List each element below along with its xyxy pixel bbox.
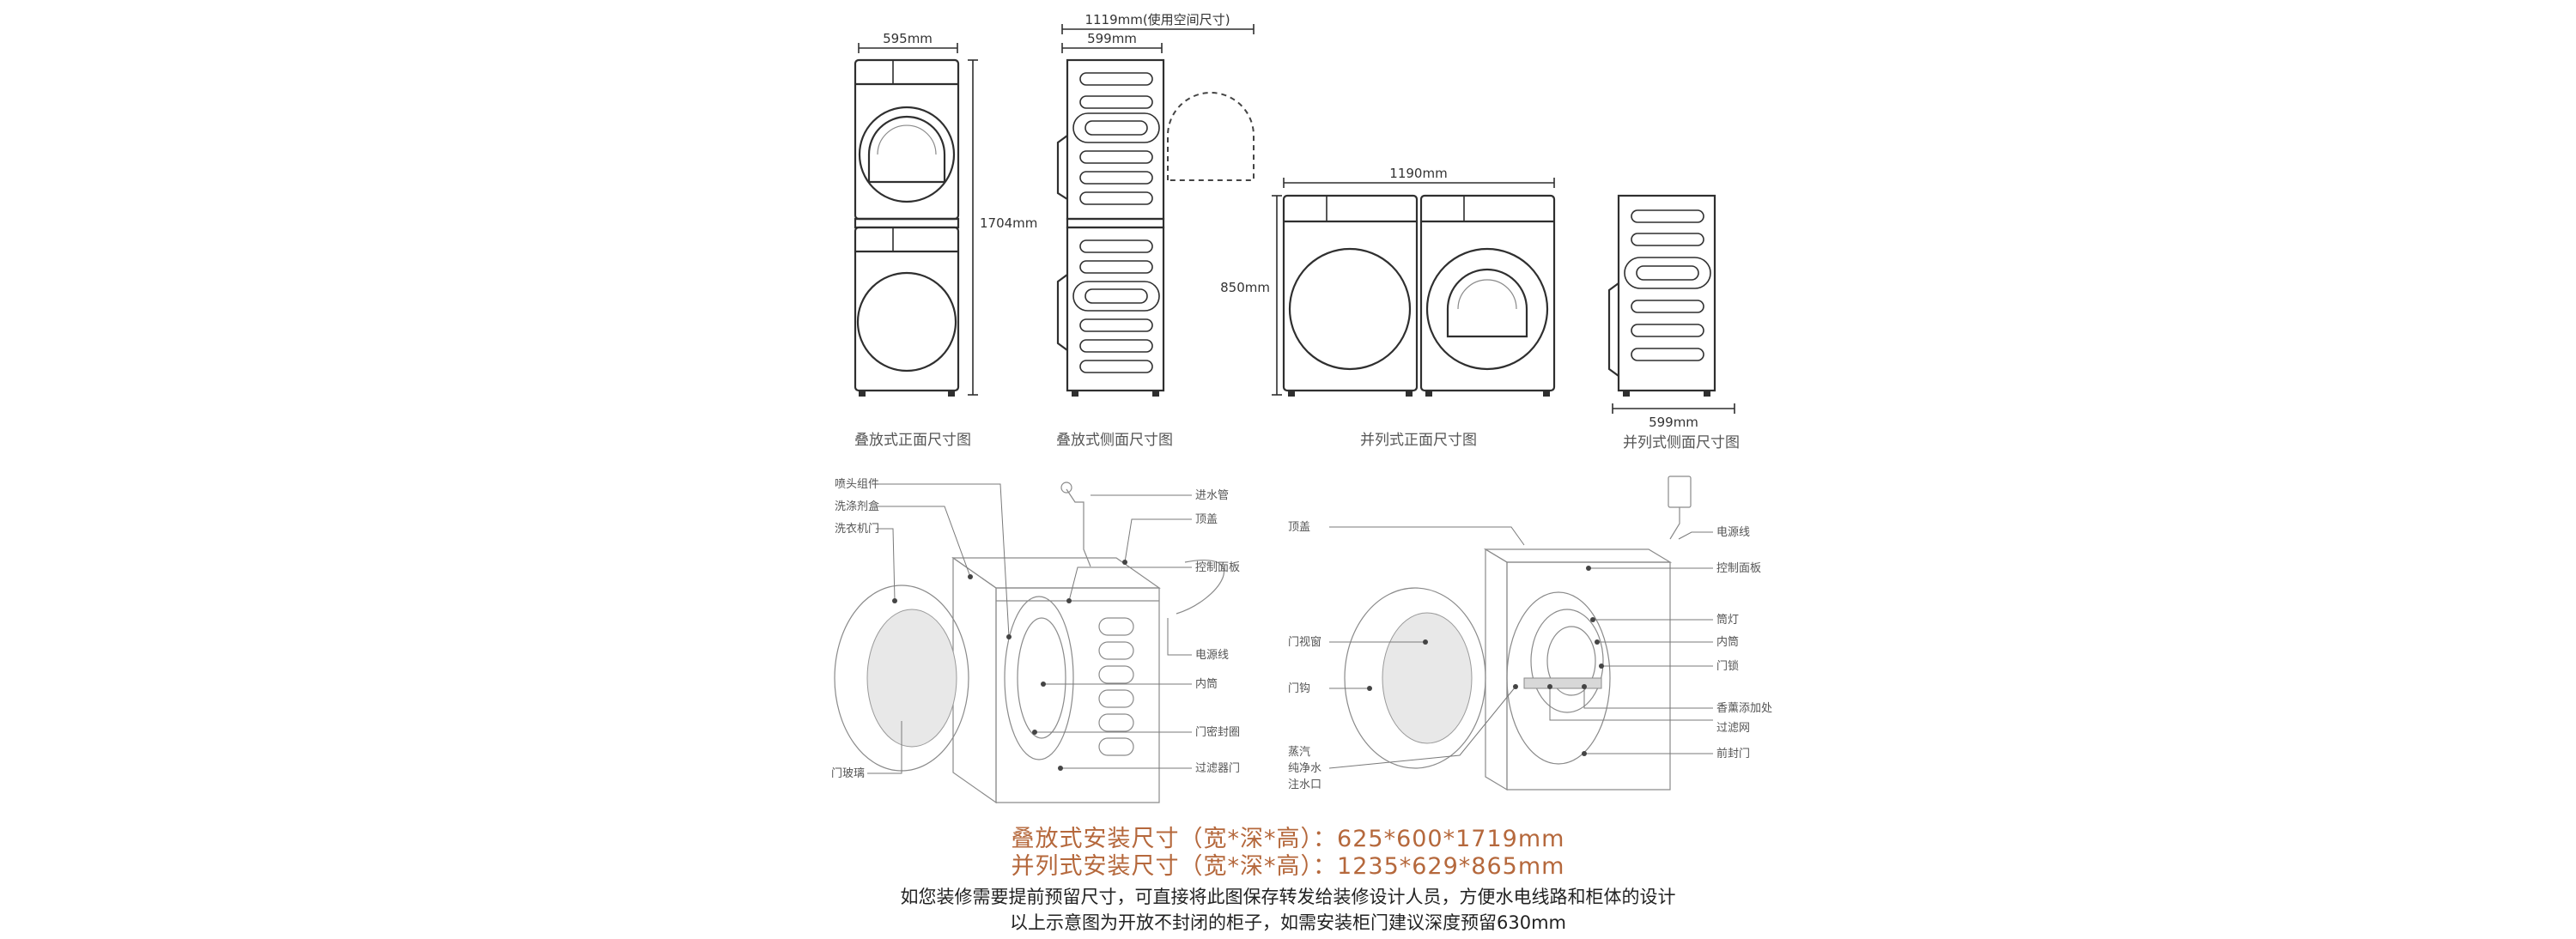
- label-water-inlet: 注水口: [1288, 778, 1321, 791]
- side-depth-label: 599mm: [1087, 31, 1137, 46]
- label-dryer-power: 电源线: [1716, 526, 1750, 539]
- pair-width-label: 1190mm: [1389, 166, 1447, 181]
- pair-washer-body: [1282, 194, 1419, 392]
- label-filter-door: 过滤器门: [1195, 762, 1240, 775]
- upper-side-slots: [1072, 72, 1160, 205]
- label-door-glass: 门玻璃: [831, 767, 865, 780]
- label-front-door: 前封门: [1716, 747, 1750, 760]
- stacked-side-lower: [1066, 226, 1165, 392]
- pair-install-spec: 并列式安装尺寸（宽*深*高）：1235*629*865mm: [1011, 853, 1565, 880]
- label-door-hook: 门钩: [1288, 682, 1310, 695]
- lower-side-slots: [1072, 239, 1160, 373]
- stacked-washer-body: [854, 226, 960, 392]
- door-swing-outline: [1167, 92, 1255, 181]
- label-pure-water: 纯净水: [1288, 762, 1321, 775]
- pair-dryer-body: [1419, 194, 1556, 392]
- stack-front-view: 595mm 1704mm 叠放式正面尺寸图: [854, 31, 1037, 449]
- pair-side-depth-label: 599mm: [1649, 415, 1698, 430]
- label-door-lock: 门锁: [1716, 659, 1739, 673]
- stack-width-label: 595mm: [883, 31, 933, 46]
- note-line-2: 以上示意图为开放不封闭的柜子，如需安装柜门建议深度预留630mm: [1010, 912, 1566, 933]
- label-nozzle: 喷头组件: [835, 478, 879, 491]
- stack-install-spec: 叠放式安装尺寸（宽*深*高）：625*600*1719mm: [1011, 826, 1565, 852]
- stack-height-label: 1704mm: [980, 215, 1037, 231]
- label-drum-light: 筒灯: [1716, 613, 1739, 627]
- label-dryer-top: 顶盖: [1288, 521, 1310, 534]
- side-space-label: 1119mm(使用空间尺寸): [1084, 12, 1230, 27]
- label-washer-power: 电源线: [1195, 649, 1229, 662]
- note-line-1: 如您装修需要提前预留尺寸，可直接将此图保存转发给装修设计人员，方便水电线路和柜体…: [900, 887, 1676, 907]
- label-door-seal: 门密封圈: [1195, 725, 1240, 739]
- label-detergent: 洗涤剂盒: [835, 500, 879, 513]
- label-fragrance: 香薰添加处: [1716, 702, 1772, 715]
- stack-side-view: 1119mm(使用空间尺寸) 599mm: [1056, 12, 1255, 449]
- pair-height-label: 850mm: [1220, 280, 1270, 295]
- label-dryer-panel: 控制面板: [1716, 562, 1761, 575]
- label-washer-drum: 内筒: [1195, 677, 1218, 691]
- pair-side-slots: [1624, 209, 1711, 361]
- label-dryer-drum: 内筒: [1716, 635, 1739, 649]
- pair-front-view: 1190mm 850mm 并列式正面尺寸图: [1220, 166, 1556, 449]
- label-door-window: 门视窗: [1288, 635, 1321, 649]
- pair-side-view: 599mm 并列式侧面尺寸图: [1607, 194, 1740, 451]
- label-washer-door: 洗衣机门: [835, 522, 879, 536]
- pair-side-body: [1617, 194, 1716, 392]
- label-washer-panel: 控制面板: [1195, 561, 1240, 574]
- stack-side-caption: 叠放式侧面尺寸图: [1056, 432, 1173, 449]
- label-washer-top: 顶盖: [1195, 513, 1218, 526]
- stack-front-caption: 叠放式正面尺寸图: [854, 432, 971, 449]
- washer-parts-diagram: 喷头组件 洗涤剂盒 洗衣机门 进水管 顶盖 控制面板 电源线 内筒 门密封圈 过…: [831, 478, 1240, 804]
- footer: 叠放式安装尺寸（宽*深*高）：625*600*1719mm 并列式安装尺寸（宽*…: [0, 826, 2576, 936]
- label-steam: 蒸汽: [1288, 746, 1310, 759]
- pair-front-caption: 并列式正面尺寸图: [1360, 432, 1477, 449]
- label-dryer-filter: 过滤网: [1716, 722, 1750, 735]
- dryer-parts-diagram: 顶盖 电源线 控制面板 门视窗 门钩 筒灯 内筒 门锁 香薰添加处 过滤网 前封…: [1288, 476, 1772, 791]
- label-inlet-hose: 进水管: [1195, 489, 1229, 502]
- pair-side-caption: 并列式侧面尺寸图: [1623, 434, 1740, 451]
